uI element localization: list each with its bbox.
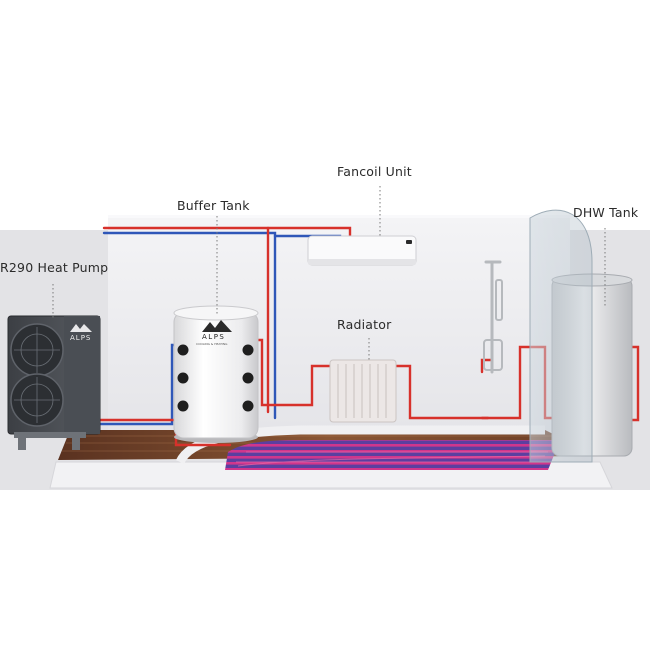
label-buffer-tank: Buffer Tank <box>177 198 250 213</box>
heat-pump-logo: ALPS <box>70 334 92 342</box>
heat-pump-unit <box>7 315 101 450</box>
label-dhw-tank: DHW Tank <box>573 205 639 220</box>
radiator <box>329 359 397 423</box>
buffer-tank-logo-subtext: COOLING & HEATING <box>196 342 228 346</box>
label-fancoil-unit: Fancoil Unit <box>337 164 412 179</box>
floor-heating-loops <box>225 440 560 470</box>
shower <box>483 260 503 374</box>
fancoil-unit <box>307 235 417 266</box>
label-radiator: Radiator <box>337 317 392 332</box>
glass-screen <box>529 209 593 463</box>
label-heat-pump: R290 Heat Pump <box>0 260 109 275</box>
buffer-tank <box>173 305 259 443</box>
buffer-tank-logo: ALPS <box>202 333 226 341</box>
